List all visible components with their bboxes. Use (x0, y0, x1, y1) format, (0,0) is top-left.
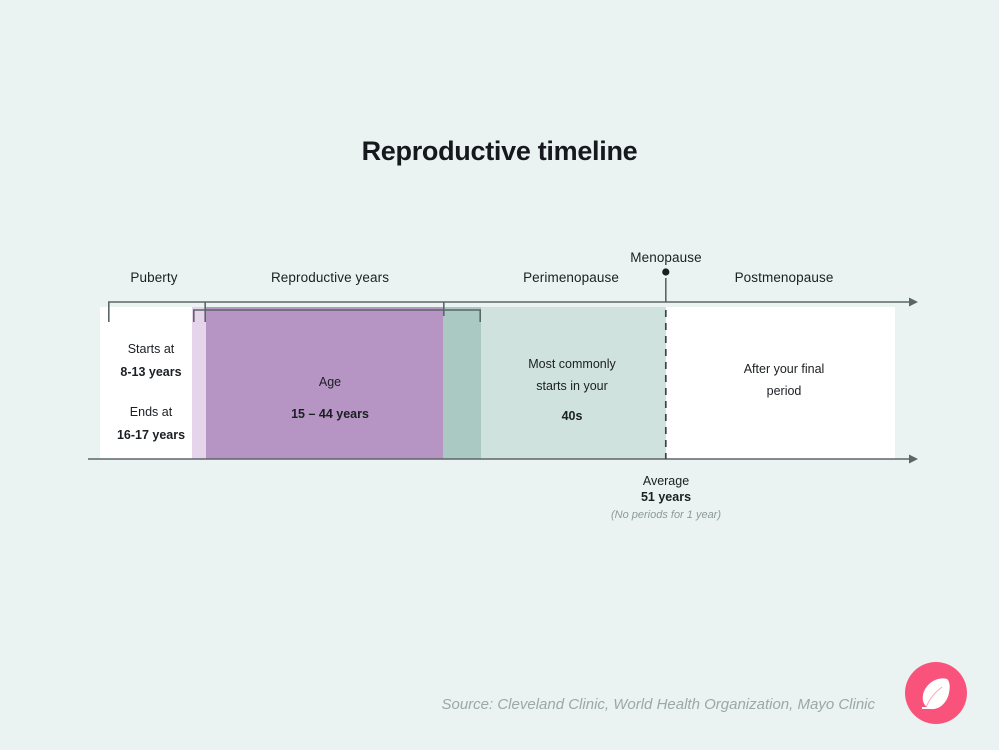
band-puberty-lilac (192, 307, 206, 459)
source-credit: Source: Cleveland Clinic, World Health O… (441, 696, 875, 713)
postmenopause-detail-caption: After your final period (743, 362, 825, 398)
top-axis-arrow (909, 297, 918, 307)
menopause-point-marker (662, 268, 670, 276)
phase-label-postmenopause: Postmenopause (734, 270, 834, 285)
perimenopause-detail-caption: Most commonly starts in your (528, 357, 616, 393)
puberty-detail-2-value: 16-17 years (116, 428, 186, 442)
menopause-annotation: Average 51 years (No periods for 1 year) (568, 474, 764, 521)
phase-label-perimenopause: Perimenopause (523, 270, 619, 285)
reproductive-detail-caption: Age (318, 375, 342, 389)
reproductive-detail-value: 15 – 44 years (291, 407, 369, 421)
puberty-detail-1-caption: Starts at (127, 342, 175, 356)
phase-label-reproductive-years: Reproductive years (270, 270, 390, 285)
phase-label-menopause: Menopause (630, 250, 702, 265)
page-title: Reproductive timeline (361, 136, 638, 166)
phase-label-puberty: Puberty (130, 270, 178, 285)
band-overlap-teal-dark (443, 307, 481, 459)
band-reproductive-purple (206, 307, 443, 459)
menopause-annotation-line1: Average (642, 474, 690, 488)
band-puberty-white (100, 307, 192, 459)
band-postmenopause-white (666, 307, 895, 459)
feather-icon (922, 678, 950, 710)
band-perimenopause-teal (481, 307, 666, 459)
feather-logo (905, 662, 967, 724)
timeline-bands (100, 307, 895, 459)
bottom-axis-arrow (909, 454, 918, 464)
menopause-annotation-line3: (No periods for 1 year) (610, 509, 722, 521)
menopause-annotation-line2: 51 years (640, 490, 692, 504)
puberty-detail-2-caption: Ends at (129, 405, 173, 419)
puberty-detail-1-value: 8-13 years (120, 365, 182, 379)
perimenopause-detail-value: 40s (561, 409, 583, 423)
